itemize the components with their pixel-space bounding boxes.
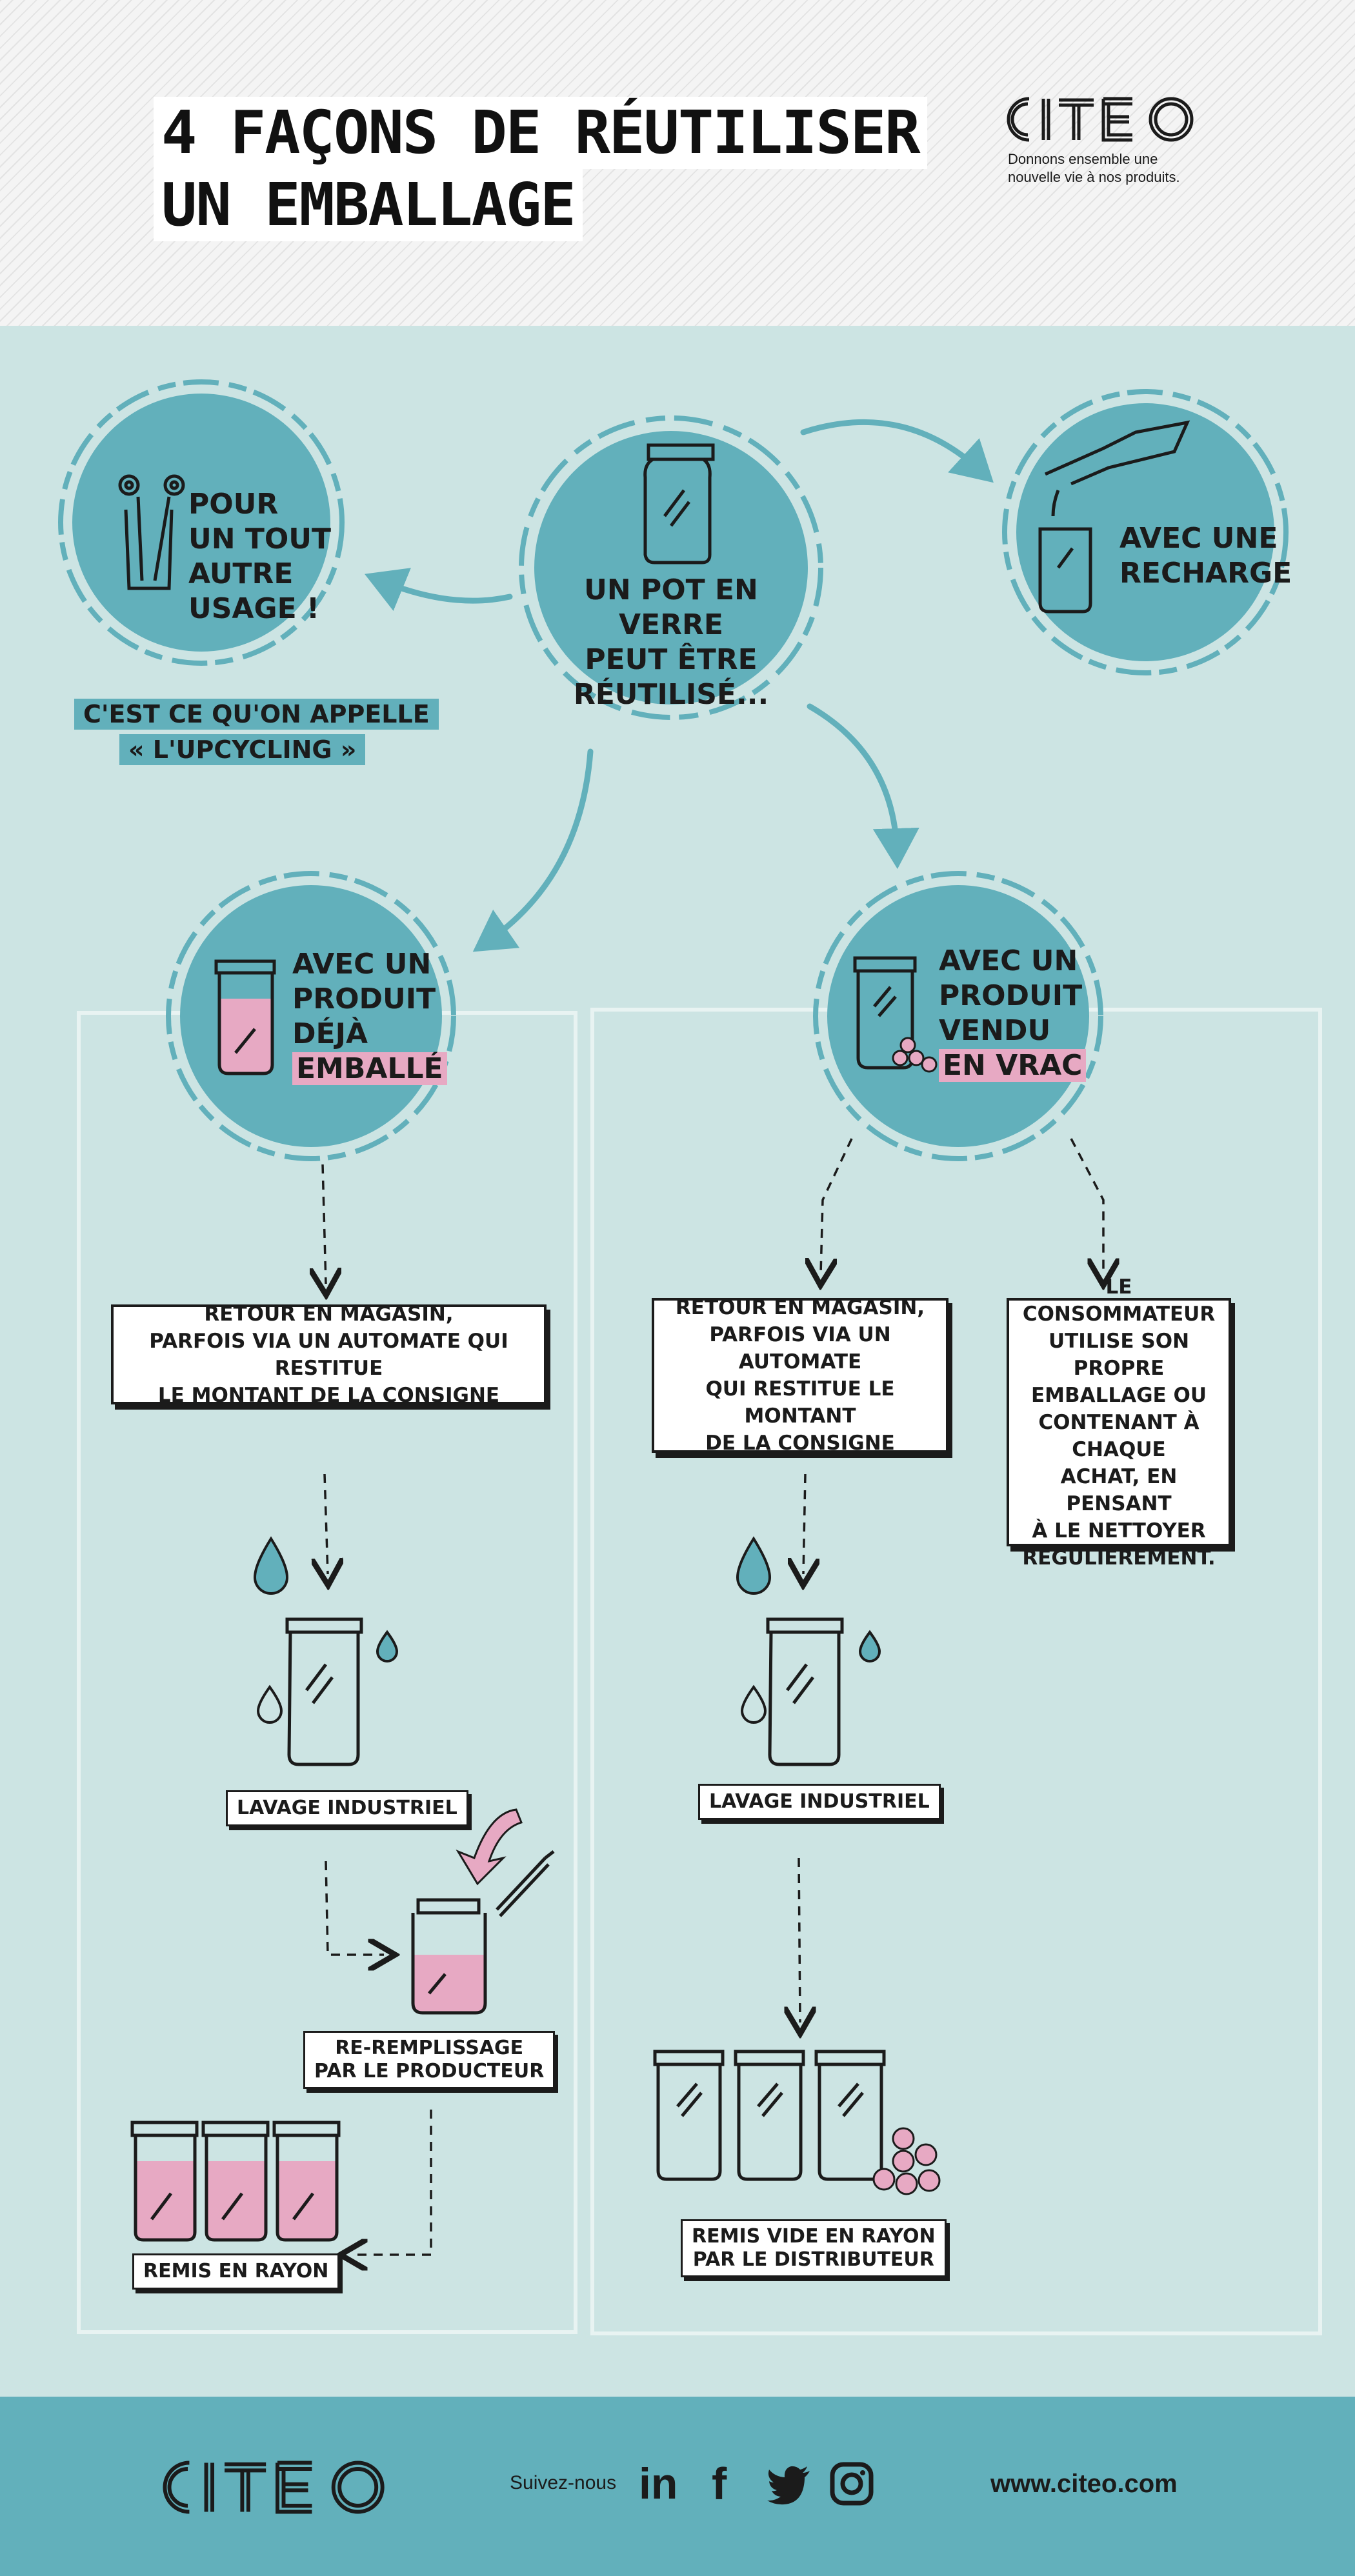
follow-us-text: Suivez-nous [510, 2472, 617, 2493]
refill-producer-line-2: PAR LE PRODUCTEUR [314, 2060, 545, 2082]
arrow-to-upcycle [365, 568, 513, 611]
arrow-to-bulk [807, 703, 919, 869]
consumer-line-5: ACHAT, EN PENSANT [1060, 1464, 1178, 1515]
refill-producer-line-1: RE-REMPLISSAGE [335, 2037, 524, 2059]
consumer-container-box: LE CONSOMMATEUR UTILISE SON PROPRE EMBAL… [1007, 1275, 1231, 1570]
center-text-line-2: PEUT ÊTRE [585, 643, 758, 676]
title-line-1: 4 FAÇONS DE RÉUTILISER [154, 97, 927, 169]
arrow-to-packaged [472, 748, 594, 952]
bulk-return-line-3: QUI RESTITUE LE MONTANT [705, 1377, 895, 1428]
consumer-line-7: RÉGULIÈREMENT. [1022, 1546, 1216, 1570]
water-drop-icon [253, 1536, 399, 1724]
wash-jar-left [285, 1617, 363, 1766]
packaged-return-line-2: PARFOIS VIA UN AUTOMATE QUI RESTITUE [149, 1329, 508, 1380]
packaged-text-line-3: DÉJÀ [292, 1017, 368, 1050]
empty-on-shelf-line-2: PAR LE DISTRIBUTEUR [692, 2248, 934, 2271]
upcycling-tag-2: « L'UPCYCLING » [119, 734, 366, 765]
bulk-return-line-2: PARFOIS VIA UN AUTOMATE [709, 1323, 891, 1373]
consumer-line-3: EMBALLAGE OU [1030, 1383, 1207, 1407]
consumer-line-4: CONTENANT À CHAQUE [1038, 1410, 1199, 1461]
consumer-line-2: UTILISE SON PROPRE [1048, 1329, 1190, 1380]
right-wash-label: LAVAGE INDUSTRIEL [698, 1784, 941, 1820]
linkedin-icon[interactable]: in [639, 2459, 678, 2508]
packaged-return-line-3: LE MONTANT DE LA CONSIGNE [157, 1383, 500, 1407]
footer-citeo-logo [163, 2461, 385, 2514]
empty-on-shelf-line-1: REMIS VIDE EN RAYON [692, 2225, 936, 2248]
concept-circles [58, 379, 1289, 1161]
bulk-jar-icon [853, 956, 938, 1073]
refill-text-line-1: AVEC UNE [1119, 522, 1278, 555]
upcycle-text-line-4: USAGE ! [188, 592, 320, 625]
upcycle-text-line-2: UN TOUT [188, 523, 332, 555]
consumer-line-1: LE CONSOMMATEUR [1022, 1275, 1216, 1326]
refill-text-line-2: RECHARGE [1119, 557, 1292, 590]
tagline-line-2: nouvelle vie à nos produits. [1008, 169, 1180, 185]
packaged-return-line-1: RETOUR EN MAGASIN, [204, 1302, 454, 1326]
packaged-text-line-1: AVEC UN [292, 948, 432, 981]
twitter-icon[interactable] [765, 2458, 816, 2510]
bulk-text-line-3: VENDU [939, 1014, 1051, 1047]
process-illustrations [130, 1536, 941, 2242]
refill-producer-label: RE-REMPLISSAGE PAR LE PRODUCTEUR [303, 2031, 556, 2089]
pink-jar-icon [214, 959, 276, 1075]
bulk-text-line-4: EN VRAC [939, 1049, 1087, 1082]
upcycling-tag-1: C'EST CE QU'ON APPELLE [74, 699, 439, 730]
website-link[interactable]: www.citeo.com [990, 2470, 1178, 2498]
refill-pouch-icon [1038, 420, 1190, 614]
back-on-shelf-label: REMIS EN RAYON [132, 2253, 340, 2290]
upcycle-text-line-1: POUR [188, 488, 279, 521]
bulk-text-line-2: PRODUIT [939, 979, 1083, 1012]
upcycle-text-line-3: AUTRE [188, 557, 294, 590]
shelf-pink-jars [130, 2121, 341, 2242]
header: 4 FAÇONS DE RÉUTILISER UN EMBALLAGE Donn… [0, 0, 1355, 326]
shelf-empty-jars [653, 2050, 941, 2195]
facebook-icon[interactable]: f [712, 2459, 727, 2509]
instagram-icon[interactable] [826, 2458, 878, 2510]
arrow-to-refill [800, 419, 994, 483]
packaged-return-box: RETOUR EN MAGASIN, PARFOIS VIA UN AUTOMA… [111, 1302, 547, 1407]
consumer-line-6: À LE NETTOYER [1032, 1519, 1206, 1543]
citeo-logo [1007, 97, 1194, 142]
tagline-line-1: Donnons ensemble une [1008, 151, 1158, 167]
title-line-2: UN EMBALLAGE [154, 169, 583, 241]
center-text-line-3: RÉUTILISÉ... [573, 678, 769, 711]
wash-jar-right [766, 1617, 844, 1766]
flower-glass-icon [118, 474, 185, 590]
bulk-return-box: RETOUR EN MAGASIN, PARFOIS VIA UN AUTOMA… [652, 1296, 949, 1455]
jar-icon [643, 443, 715, 564]
footer [0, 2397, 1355, 2576]
pink-arrow-icon [456, 1808, 523, 1886]
bulk-text-line-1: AVEC UN [939, 944, 1078, 977]
refill-jar-icon [411, 1850, 555, 2015]
packaged-text-line-4: EMBALLÉ [292, 1052, 447, 1085]
center-text-line-1: UN POT EN VERRE [584, 574, 758, 641]
refill-circle [1016, 403, 1274, 661]
left-wash-label: LAVAGE INDUSTRIEL [226, 1790, 468, 1826]
bulk-return-line-1: RETOUR EN MAGASIN, [675, 1296, 925, 1319]
center-circle [534, 431, 808, 704]
bulk-return-line-4: DE LA CONSIGNE [705, 1432, 895, 1455]
packaged-text-line-2: PRODUIT [292, 983, 436, 1015]
empty-on-shelf-label: REMIS VIDE EN RAYON PAR LE DISTRIBUTEUR [681, 2219, 947, 2277]
